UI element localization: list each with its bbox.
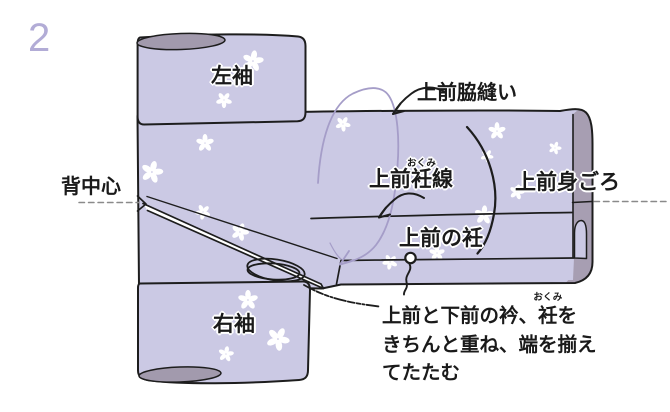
note-leader-line: [303, 284, 380, 308]
note-ruby: おくみ衽: [533, 293, 562, 331]
note-furigana: おくみ: [533, 292, 563, 303]
okumi-line-ruby-base: 衽: [411, 168, 432, 191]
collar-notch: [136, 195, 147, 212]
right-sleeve: [137, 280, 311, 385]
hem-ring-marker-icon: [403, 251, 417, 296]
okumi-line-ruby: おくみ衽: [407, 159, 436, 191]
collar-fold-band-edges: [142, 202, 325, 290]
body-outline: [136, 108, 594, 290]
right-sleeve-label: 右袖: [213, 313, 255, 336]
note-line-1: 上前と下前の衿、おくみ衽を: [382, 293, 597, 331]
okumi-seam-line: [310, 211, 573, 220]
front-body-label: 上前身ごろ: [515, 171, 620, 194]
step-number: 2: [28, 16, 51, 60]
okumi-line-pointer-arrow-icon: [378, 192, 425, 219]
collar-crease-line: [146, 195, 338, 260]
fold-direction-arrow-icon: [317, 87, 400, 266]
note-line-1-pre: 上前と下前の衿、: [382, 305, 539, 327]
hem-fold-band: [338, 258, 574, 284]
right-sleeve-end-shading: [138, 366, 222, 383]
note-line-3: てたたむ: [382, 362, 461, 384]
okumi-line-label: 上前おくみ衽線: [369, 159, 453, 191]
note-text: 上前と下前の衿、おくみ衽を きちんと重ね、端を揃え てたたむ: [382, 293, 597, 388]
left-sleeve-end-shading: [136, 32, 226, 51]
emphasis-scribble-circle-icon: [246, 257, 306, 283]
body-fold-curve: [465, 125, 497, 255]
note-line-1-post: を: [557, 305, 578, 327]
left-sleeve-label: 左袖: [211, 65, 253, 88]
okumi-line-furigana: おくみ: [407, 158, 436, 169]
roll-inner-arch: [573, 219, 588, 260]
side-seam-label: 上前脇縫い: [417, 82, 517, 104]
roll-tick-line: [571, 200, 593, 204]
okumi-line-label-post: 線: [432, 168, 453, 191]
body-panel: [137, 109, 593, 289]
side-seam-pointer-arrow-icon: [392, 86, 445, 115]
front-okumi-label: 上前の衽: [399, 227, 483, 250]
note-ruby-base: 衽: [538, 305, 558, 327]
okumi-line-label-pre: 上前: [369, 168, 411, 191]
note-line-2: きちんと重ね、端を揃え: [382, 333, 597, 356]
back-center-label: 背中心: [61, 176, 121, 198]
